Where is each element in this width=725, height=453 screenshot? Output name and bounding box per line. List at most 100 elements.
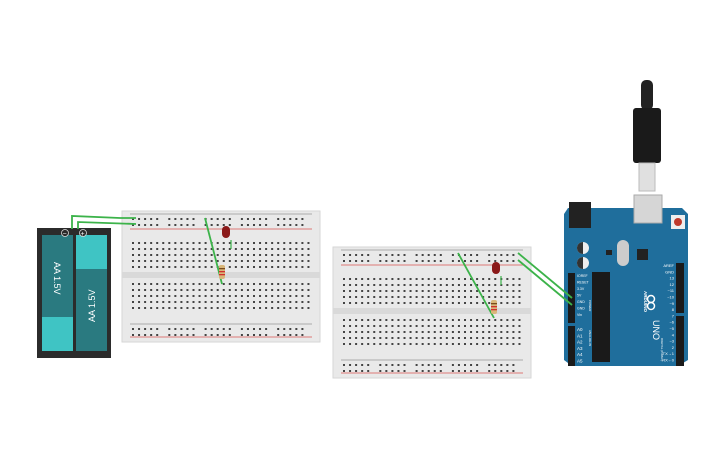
breadboard-hole[interactable] — [391, 343, 394, 345]
breadboard-hole[interactable] — [488, 296, 491, 298]
breadboard-hole[interactable] — [246, 242, 249, 244]
breadboard-hole[interactable] — [301, 283, 304, 285]
breadboard-hole[interactable] — [138, 301, 141, 303]
breadboard-hole[interactable] — [307, 289, 310, 291]
breadboard-hole[interactable] — [482, 343, 485, 345]
breadboard-hole[interactable] — [391, 325, 394, 327]
breadboard-hole[interactable] — [349, 284, 352, 286]
breadboard-hole[interactable] — [277, 218, 280, 220]
breadboard-hole[interactable] — [464, 343, 466, 345]
breadboard-hole[interactable] — [240, 218, 243, 220]
breadboard-hole[interactable] — [271, 283, 274, 285]
breadboard-hole[interactable] — [488, 290, 491, 292]
breadboard-hole[interactable] — [174, 289, 177, 291]
breadboard-hole[interactable] — [186, 328, 189, 330]
breadboard-hole[interactable] — [512, 331, 515, 333]
breadboard-hole[interactable] — [265, 283, 268, 285]
breadboard-hole[interactable] — [385, 325, 388, 327]
breadboard-hole[interactable] — [421, 370, 424, 372]
breadboard-hole[interactable] — [253, 218, 255, 220]
breadboard-hole[interactable] — [361, 278, 364, 280]
breadboard-hole[interactable] — [259, 307, 262, 309]
breadboard-hole[interactable] — [355, 284, 358, 286]
breadboard-hole[interactable] — [415, 254, 418, 256]
breadboard-hole[interactable] — [246, 307, 249, 309]
breadboard-hole[interactable] — [138, 260, 141, 262]
breadboard-hole[interactable] — [246, 224, 249, 226]
breadboard-hole[interactable] — [192, 248, 195, 250]
breadboard-hole[interactable] — [427, 331, 430, 333]
breadboard-hole[interactable] — [451, 319, 454, 321]
breadboard-hole[interactable] — [470, 290, 473, 292]
breadboard-hole[interactable] — [391, 370, 394, 372]
breadboard-hole[interactable] — [379, 302, 382, 304]
breadboard-hole[interactable] — [150, 242, 153, 244]
breadboard-hole[interactable] — [518, 278, 521, 280]
breadboard-hole[interactable] — [464, 319, 466, 321]
breadboard-hole[interactable] — [253, 295, 255, 297]
breadboard-hole[interactable] — [228, 254, 231, 256]
breadboard-hole[interactable] — [295, 254, 298, 256]
breadboard-hole[interactable] — [138, 242, 141, 244]
breadboard-hole[interactable] — [373, 290, 376, 292]
breadboard-hole[interactable] — [307, 254, 310, 256]
breadboard-hole[interactable] — [301, 218, 304, 220]
breadboard-hole[interactable] — [482, 325, 485, 327]
breadboard-hole[interactable] — [367, 260, 370, 262]
breadboard-hole[interactable] — [373, 302, 376, 304]
breadboard-hole[interactable] — [421, 343, 424, 345]
breadboard-hole[interactable] — [246, 334, 249, 336]
breadboard-hole[interactable] — [222, 248, 225, 250]
breadboard-hole[interactable] — [240, 266, 243, 268]
breadboard-hole[interactable] — [307, 295, 310, 297]
breadboard-hole[interactable] — [512, 290, 515, 292]
breadboard-hole[interactable] — [361, 343, 364, 345]
breadboard-hole[interactable] — [277, 289, 280, 291]
breadboard-hole[interactable] — [295, 242, 298, 244]
breadboard-hole[interactable] — [367, 337, 370, 339]
breadboard-hole[interactable] — [246, 260, 249, 262]
breadboard-hole[interactable] — [494, 364, 497, 366]
breadboard-hole[interactable] — [228, 307, 231, 309]
breadboard-hole[interactable] — [283, 334, 286, 336]
breadboard-hole[interactable] — [222, 295, 225, 297]
breadboard-hole[interactable] — [156, 218, 159, 220]
breadboard-hole[interactable] — [439, 254, 442, 256]
breadboard-hole[interactable] — [216, 260, 219, 262]
breadboard-hole[interactable] — [289, 242, 292, 244]
breadboard-hole[interactable] — [132, 266, 134, 268]
breadboard-hole[interactable] — [204, 224, 207, 226]
breadboard-hole[interactable] — [259, 295, 262, 297]
breadboard-hole[interactable] — [228, 266, 231, 268]
breadboard-hole[interactable] — [367, 290, 370, 292]
breadboard-hole[interactable] — [216, 301, 219, 303]
breadboard-hole[interactable] — [451, 370, 454, 372]
breadboard-hole[interactable] — [259, 254, 262, 256]
breadboard-hole[interactable] — [210, 260, 213, 262]
breadboard-hole[interactable] — [397, 319, 400, 321]
breadboard-hole[interactable] — [259, 248, 262, 250]
breadboard-hole[interactable] — [246, 289, 249, 291]
breadboard-hole[interactable] — [265, 218, 268, 220]
breadboard-hole[interactable] — [216, 224, 219, 226]
wire[interactable] — [71, 215, 136, 229]
breadboard-hole[interactable] — [427, 284, 430, 286]
breadboard-hole[interactable] — [240, 254, 243, 256]
breadboard-hole[interactable] — [289, 328, 292, 330]
breadboard-hole[interactable] — [174, 242, 177, 244]
breadboard-hole[interactable] — [222, 218, 225, 220]
breadboard-hole[interactable] — [144, 295, 147, 297]
breadboard-hole[interactable] — [138, 248, 141, 250]
breadboard-hole[interactable] — [253, 260, 255, 262]
breadboard-hole[interactable] — [506, 290, 509, 292]
usb-cable[interactable] — [633, 80, 661, 192]
breadboard-hole[interactable] — [301, 242, 304, 244]
breadboard-hole[interactable] — [403, 337, 406, 339]
breadboard-hole[interactable] — [470, 337, 473, 339]
breadboard-hole[interactable] — [253, 266, 255, 268]
breadboard-hole[interactable] — [240, 289, 243, 291]
breadboard-hole[interactable] — [168, 260, 171, 262]
breadboard-hole[interactable] — [265, 301, 268, 303]
breadboard-hole[interactable] — [379, 254, 382, 256]
breadboard-hole[interactable] — [373, 319, 376, 321]
